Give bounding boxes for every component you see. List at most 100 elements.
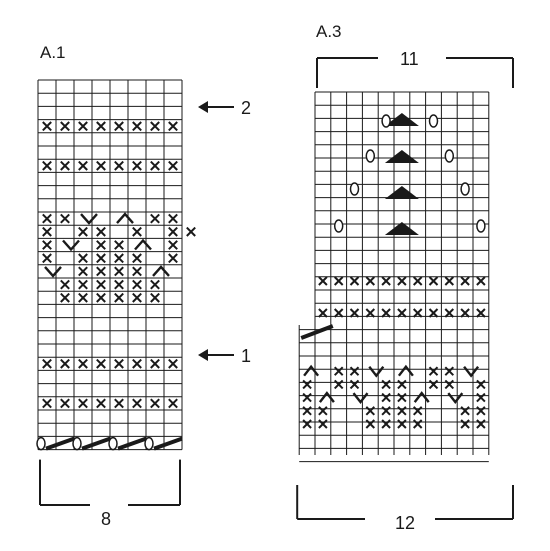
cross-symbol xyxy=(132,226,142,237)
cross-symbol xyxy=(114,160,124,171)
chart-a3-top-bracket xyxy=(316,57,514,88)
decrease-up-symbol xyxy=(397,364,414,377)
chart-a1-width-bracket xyxy=(39,459,181,506)
cross-symbol xyxy=(60,398,70,409)
yarn-over-symbol xyxy=(444,149,455,163)
cross-symbol xyxy=(42,253,52,264)
yarn-over-symbol xyxy=(72,436,82,451)
chart-a3-lace-motif xyxy=(333,113,486,235)
yarn-over-symbol xyxy=(108,436,118,451)
row-marker-1-label: 1 xyxy=(241,346,251,366)
cross-symbol xyxy=(349,308,360,318)
cross-symbol xyxy=(132,160,142,171)
cross-symbol xyxy=(42,358,52,369)
decrease-up-symbol xyxy=(318,391,335,403)
decrease-down-symbol xyxy=(368,365,385,378)
cross-symbol xyxy=(60,292,70,303)
cross-symbol xyxy=(114,240,124,250)
cross-symbol xyxy=(412,308,423,318)
yarn-over-symbol xyxy=(333,219,344,233)
cross-symbol xyxy=(114,253,124,264)
cross-symbol xyxy=(150,279,160,290)
cross-symbol xyxy=(476,276,486,286)
cross-symbol xyxy=(381,276,391,286)
cross-symbol xyxy=(114,292,124,303)
cross-symbol xyxy=(318,419,328,429)
cross-symbol xyxy=(365,308,376,318)
chart-a3-cross-rows xyxy=(318,276,486,318)
cross-symbol xyxy=(381,392,391,403)
cross-symbol xyxy=(78,160,88,171)
cross-symbol xyxy=(365,406,376,416)
cross-symbol xyxy=(150,213,160,224)
slash-symbol xyxy=(81,436,111,451)
cross-symbol xyxy=(114,279,124,290)
arrow-head-icon xyxy=(198,101,208,113)
chart-a1-cast-on-row xyxy=(36,436,183,451)
decrease-down-symbol xyxy=(447,392,464,405)
cross-symbol xyxy=(460,308,470,318)
cross-symbol xyxy=(168,358,178,369)
cross-symbol xyxy=(78,121,88,132)
decrease-down-symbol xyxy=(352,392,369,405)
cross-symbol xyxy=(42,226,52,237)
chart-a3-grid xyxy=(298,91,490,463)
cross-symbol xyxy=(318,276,328,286)
cross-symbol xyxy=(150,358,160,369)
cross-symbol xyxy=(60,160,70,171)
cross-symbol xyxy=(333,276,344,286)
cross-symbol xyxy=(397,308,407,318)
cross-symbol xyxy=(168,160,178,171)
cross-symbol xyxy=(349,366,360,376)
decrease-down-symbol xyxy=(44,266,62,278)
decrease-down-symbol xyxy=(62,239,80,252)
cross-symbol xyxy=(428,276,439,286)
cross-symbol xyxy=(168,240,178,250)
cross-symbol xyxy=(42,213,52,224)
cross-symbol xyxy=(428,379,439,390)
cross-symbol xyxy=(186,226,196,237)
slash-symbol xyxy=(153,436,183,451)
cross-symbol xyxy=(132,279,142,290)
cross-symbol xyxy=(150,121,160,132)
chart-a1-width-label: 8 xyxy=(101,509,111,529)
yarn-over-symbol xyxy=(476,219,486,233)
decrease-up-symbol xyxy=(413,391,430,403)
cross-symbol xyxy=(476,392,486,403)
cross-symbol xyxy=(412,406,423,416)
cross-symbol xyxy=(96,253,106,264)
cross-symbol xyxy=(96,292,106,303)
cross-symbol xyxy=(114,121,124,132)
yarn-over-symbol xyxy=(144,436,154,451)
filled-triangle-symbol xyxy=(384,113,419,126)
cross-symbol xyxy=(168,226,178,237)
cross-symbol xyxy=(412,419,423,429)
chart-a3 xyxy=(296,57,514,520)
chart-a3-top-width-label: 11 xyxy=(400,49,419,69)
decrease-up-symbol xyxy=(152,265,170,277)
cross-symbol xyxy=(302,379,312,390)
cross-symbol xyxy=(397,419,407,429)
cross-symbol xyxy=(381,379,391,390)
yarn-over-symbol xyxy=(381,114,391,128)
cross-symbol xyxy=(60,213,70,224)
chart-a3-title: A.3 xyxy=(316,22,342,41)
cross-symbol xyxy=(349,276,360,286)
chart-a1 xyxy=(36,79,234,506)
cross-symbol xyxy=(381,419,391,429)
cross-symbol xyxy=(42,398,52,409)
yarn-over-symbol xyxy=(349,182,360,196)
cross-symbol xyxy=(60,279,70,290)
cross-symbol xyxy=(96,398,106,409)
cross-symbol xyxy=(96,160,106,171)
cross-symbol xyxy=(444,379,455,390)
cross-symbol xyxy=(365,276,376,286)
cross-symbol xyxy=(78,292,88,303)
cross-symbol xyxy=(349,379,360,390)
cross-symbol xyxy=(318,308,328,318)
decrease-down-symbol xyxy=(463,365,480,378)
cross-symbol xyxy=(78,226,88,237)
cross-symbol xyxy=(132,358,142,369)
cross-symbol xyxy=(444,276,455,286)
